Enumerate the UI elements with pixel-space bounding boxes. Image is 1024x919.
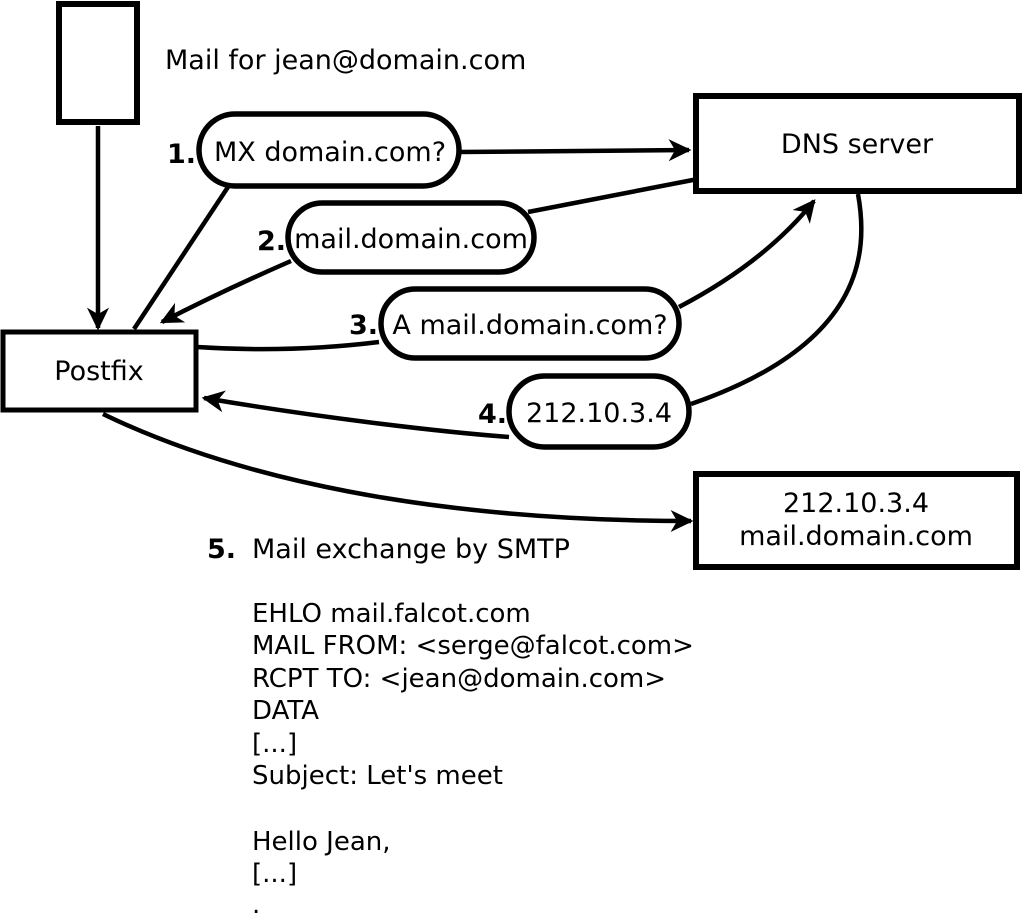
smtp-line-mail-from: MAIL FROM: <serge@falcot.com>	[252, 631, 694, 661]
mail-message-box	[56, 1, 140, 125]
mail-server-label-host: mail.domain.com	[739, 521, 973, 552]
bubble3-tail-line	[196, 339, 380, 352]
smtp-line-subject: Subject: Let's meet	[252, 761, 503, 791]
mail-server-box	[693, 471, 1020, 570]
bubble-mx-reply	[285, 200, 537, 275]
step3-number: 3.	[349, 310, 378, 341]
arrow-mx-reply-to-postfix	[159, 258, 292, 324]
step1-number: 1.	[167, 139, 196, 170]
smtp-line-data: DATA	[252, 696, 319, 726]
postfix-label: Postfix	[54, 356, 143, 387]
arrow-a-reply-to-postfix	[201, 390, 510, 440]
smtp-line-hello: Hello Jean,	[252, 827, 391, 857]
postfix-box	[0, 329, 199, 413]
step1-bubble-label: MX domain.com?	[214, 137, 446, 168]
bubble2-tail-line	[527, 176, 699, 215]
step2-bubble-label: mail.domain.com	[294, 224, 528, 255]
bubble4-tail-line	[690, 193, 864, 407]
arrow-query-a-to-dns	[677, 199, 816, 309]
bubble-mx-query	[196, 111, 462, 189]
step4-bubble-label: 212.10.3.4	[526, 398, 672, 429]
smtp-line-end-dot: .	[252, 890, 260, 919]
step2-number: 2.	[257, 226, 286, 257]
mail-note-label: Mail for jean@domain.com	[165, 45, 526, 76]
arrow-smtp-to-mail-server	[102, 411, 694, 533]
bubble-a-query	[378, 286, 682, 361]
step5-label: Mail exchange by SMTP	[252, 534, 570, 565]
smtp-line-ehlo: EHLO mail.falcot.com	[252, 599, 531, 629]
arrow-query-mx-to-dns	[458, 139, 692, 162]
step3-bubble-label: A mail.domain.com?	[392, 310, 667, 341]
step4-number: 4.	[478, 399, 507, 430]
step5-number: 5.	[207, 534, 236, 565]
bubble-a-reply	[506, 373, 692, 450]
mail-server-label-ip: 212.10.3.4	[783, 488, 929, 519]
dns-server-box	[693, 93, 1022, 194]
smtp-line-rcpt-to: RCPT TO: <jean@domain.com>	[252, 664, 666, 694]
bubble1-tail-line	[132, 185, 230, 331]
dns-server-label: DNS server	[781, 129, 934, 160]
smtp-line-ellipsis-2: [...]	[252, 859, 297, 889]
smtp-line-ellipsis-1: [...]	[252, 729, 297, 759]
